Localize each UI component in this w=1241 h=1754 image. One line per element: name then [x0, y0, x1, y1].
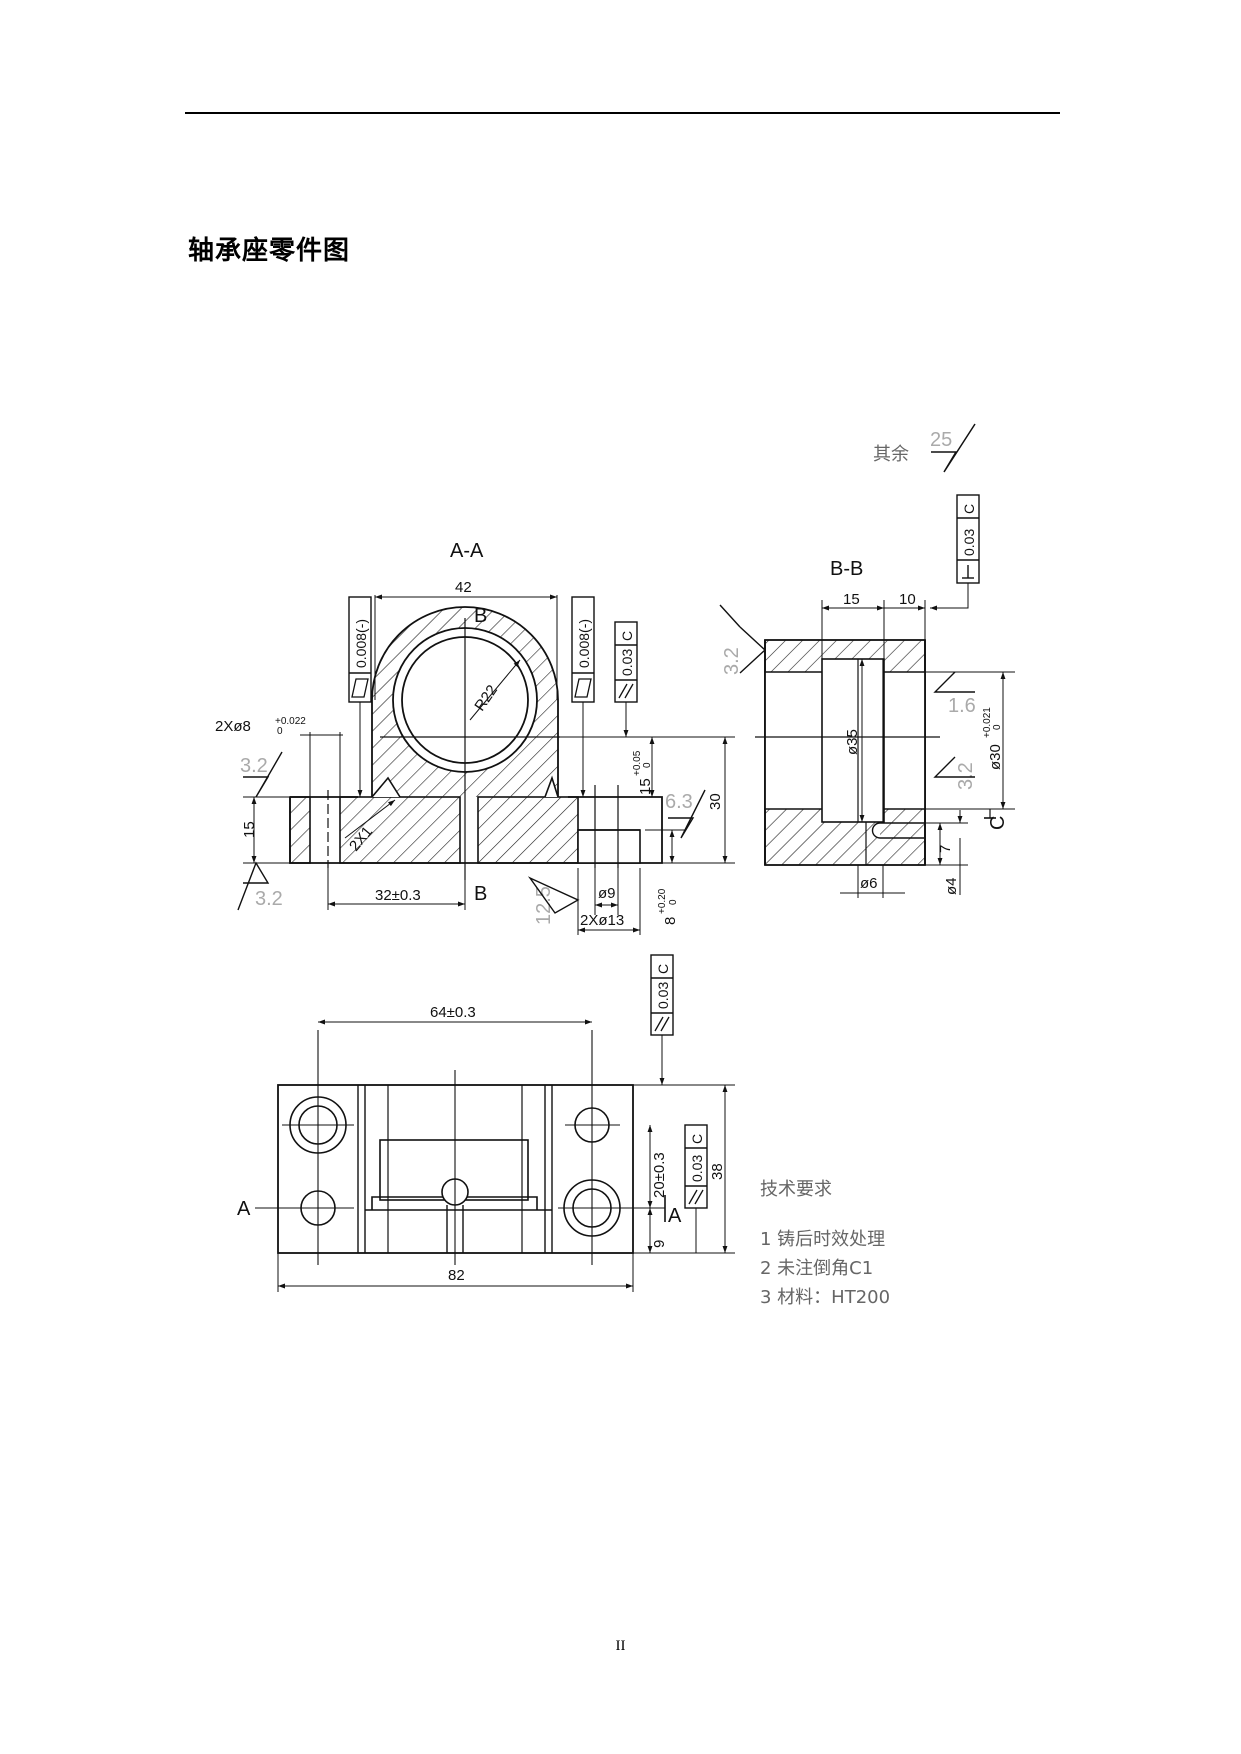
dim-counterbore-o9: ø9 — [598, 885, 616, 902]
dim-counterbore-depth-tol-upper: +0.20 — [657, 888, 668, 914]
top-view: A A 64±0.3 82 38 20±0.3 9 0.03 C — [237, 954, 735, 1292]
dim-bb-small-o4: ø4 — [943, 877, 960, 895]
dim-bore-height-tol-upper: +0.05 — [632, 750, 643, 776]
dim-bb-bore-o35: ø35 — [844, 729, 861, 755]
gtol-parallel-aa-value: 0.03 — [619, 649, 635, 676]
section-aa-title: A-A — [450, 540, 484, 562]
dim-thickness-15: 15 — [241, 821, 258, 838]
gtol-parallel-side: 0.03 C — [684, 1124, 708, 1253]
dim-holes-tol-lower: 0 — [277, 726, 283, 737]
dim-bb-outer-o30: ø30 — [987, 744, 1004, 770]
roughness-bb-lower: 3.2 — [955, 762, 977, 790]
dim-bb-outer-tol-upper: +0.021 — [982, 707, 993, 738]
section-a-right: A — [668, 1205, 682, 1227]
dim-bb-left-15: 15 — [843, 591, 860, 608]
dim-holes-tol-upper: +0.022 — [275, 716, 306, 727]
dim-width-42: 42 — [455, 579, 472, 596]
datum-c-label: C — [987, 816, 1009, 830]
gtol-parallel-aa: 0.03 C — [614, 621, 638, 737]
gtol-flatness-right-value: 0.008(-) — [576, 619, 592, 668]
roughness-top: 3.2 — [240, 755, 268, 777]
section-bb-view: B-B 15 10 ø35 ø30 — [719, 494, 1015, 898]
dim-counterbore-depth-tol-lower: 0 — [668, 899, 679, 905]
dim-height-30: 30 — [707, 793, 724, 810]
dim-bore-height: 15 — [637, 778, 654, 795]
gtol-perpendicularity: 0.03 C — [930, 494, 980, 611]
roughness-bottom: 3.2 — [255, 888, 283, 910]
tech-requirements-heading: 技术要求 — [760, 1179, 832, 1200]
roughness-other-symbol: 其余 25 — [873, 423, 976, 473]
dim-height-38: 38 — [709, 1163, 726, 1180]
roughness-bb-upper: 1.6 — [948, 695, 976, 717]
header-rule — [185, 112, 1060, 114]
dim-bore-height-tol-lower: 0 — [642, 762, 653, 768]
dim-center-offset: 32±0.3 — [375, 887, 421, 904]
roughness-side: 6.3 — [665, 791, 693, 813]
gtol-flatness-left: 0.008(-) — [348, 596, 372, 797]
roughness-other-value: 25 — [930, 429, 952, 451]
gtol-perp-datum: C — [961, 504, 977, 514]
cut-label-b-top: B — [474, 605, 487, 627]
roughness-bb-left: 3.2 — [721, 647, 743, 675]
dim-bb-depth-7: 7 — [937, 845, 954, 853]
page-number: II — [615, 1638, 626, 1654]
cut-label-b-bottom: B — [474, 883, 487, 905]
gtol-parallel-top-value: 0.03 — [655, 982, 671, 1009]
section-bb-title: B-B — [830, 558, 863, 580]
dim-bb-outer-tol-lower: 0 — [992, 724, 1003, 730]
tech-requirement-item: 3 材料：HT200 — [760, 1287, 890, 1308]
page-title: 轴承座零件图 — [188, 236, 351, 266]
roughness-counterbore: 12.5 — [533, 886, 555, 925]
roughness-other-label: 其余 — [873, 444, 909, 465]
gtol-flatness-left-value: 0.008(-) — [353, 619, 369, 668]
section-a-left: A — [237, 1198, 251, 1220]
gtol-perp-value: 0.03 — [961, 529, 977, 556]
tech-requirements: 技术要求 1 铸后时效处理 2 未注倒角C1 3 材料：HT200 — [760, 1179, 890, 1308]
dim-hole-spacing: 64±0.3 — [430, 1004, 476, 1021]
dim-holes-2x-o8: 2Xø8 — [215, 718, 251, 735]
section-aa-view: A-A B B 42 R22 — [215, 540, 735, 935]
gtol-parallel-top-datum: C — [655, 964, 671, 974]
gtol-parallel-aa-datum: C — [619, 631, 635, 641]
dim-small-9: 9 — [651, 1240, 668, 1248]
dim-bb-right-10: 10 — [899, 591, 916, 608]
dim-offset-20: 20±0.3 — [651, 1152, 668, 1198]
gtol-parallel-side-datum: C — [689, 1134, 705, 1144]
gtol-flatness-right: 0.008(-) — [571, 596, 595, 797]
dim-length-82: 82 — [448, 1267, 465, 1284]
dim-counterbore-depth: 8 — [662, 917, 679, 925]
tech-requirement-item: 2 未注倒角C1 — [760, 1258, 873, 1279]
dim-counterbore-holes: 2Xø13 — [580, 912, 624, 929]
gtol-parallel-top: 0.03 C — [650, 954, 674, 1085]
tech-requirement-item: 1 铸后时效处理 — [760, 1229, 885, 1250]
gtol-parallel-side-value: 0.03 — [689, 1155, 705, 1182]
dim-bb-hole-o6: ø6 — [860, 875, 878, 892]
